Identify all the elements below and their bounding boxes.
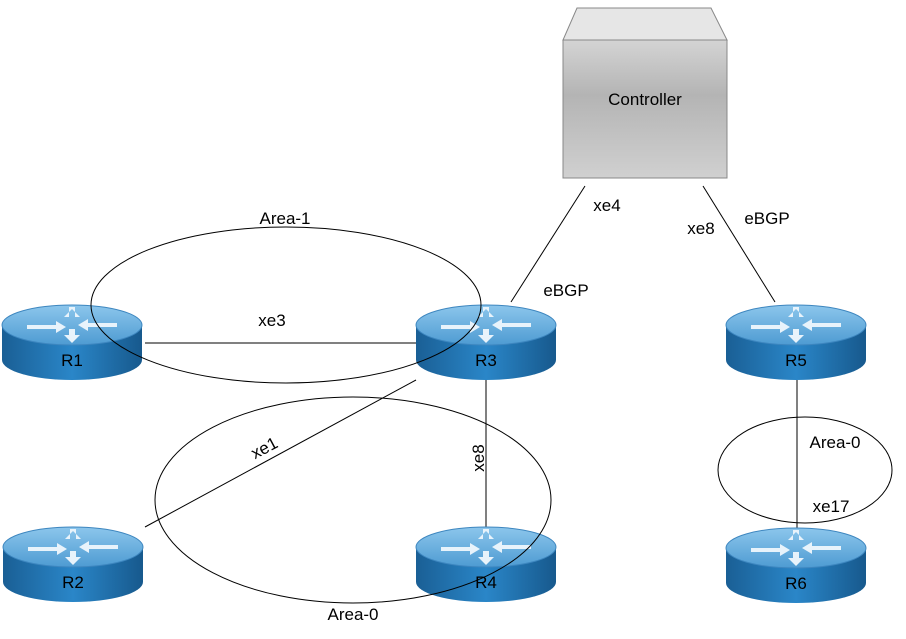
link-label-xe4: xe4 — [593, 196, 620, 215]
link-label-xe17: xe17 — [813, 497, 850, 516]
router-label: R5 — [785, 351, 807, 370]
router-label: R2 — [62, 573, 84, 592]
router-r1[interactable]: R1 — [1, 304, 143, 381]
router-r2[interactable]: R2 — [2, 526, 144, 603]
controller-label: Controller — [608, 90, 682, 109]
router-r5[interactable]: R5 — [725, 304, 867, 381]
router-label: R3 — [475, 351, 497, 370]
router-label: R1 — [61, 351, 83, 370]
area-0-right-label: Area-0 — [809, 433, 860, 452]
link-label-ebgp-r3: eBGP — [543, 281, 588, 300]
area-1-label: Area-1 — [259, 209, 310, 228]
link-controller-r3 — [510, 185, 586, 303]
area-0-right-boundary — [717, 416, 893, 524]
link-label-xe3: xe3 — [258, 311, 285, 330]
link-label-xe1: xe1 — [248, 433, 281, 463]
link-r2-r3 — [144, 379, 417, 528]
area-0-left-label: Area-0 — [327, 605, 378, 624]
router-r3[interactable]: R3 — [415, 304, 557, 381]
link-controller-r5 — [702, 185, 776, 303]
link-label-ebgp-r5: eBGP — [744, 209, 789, 228]
area-1-boundary — [90, 226, 482, 384]
controller[interactable]: Controller — [562, 7, 728, 179]
area-0-left-boundary — [154, 396, 552, 604]
router-r4[interactable]: R4 — [415, 526, 557, 603]
router-r6[interactable]: R6 — [725, 527, 867, 604]
link-label-xe8-r5: xe8 — [687, 219, 714, 238]
router-label: R4 — [475, 573, 497, 592]
link-label-xe8-r3-r4: xe8 — [469, 444, 488, 471]
router-label: R6 — [785, 574, 807, 593]
